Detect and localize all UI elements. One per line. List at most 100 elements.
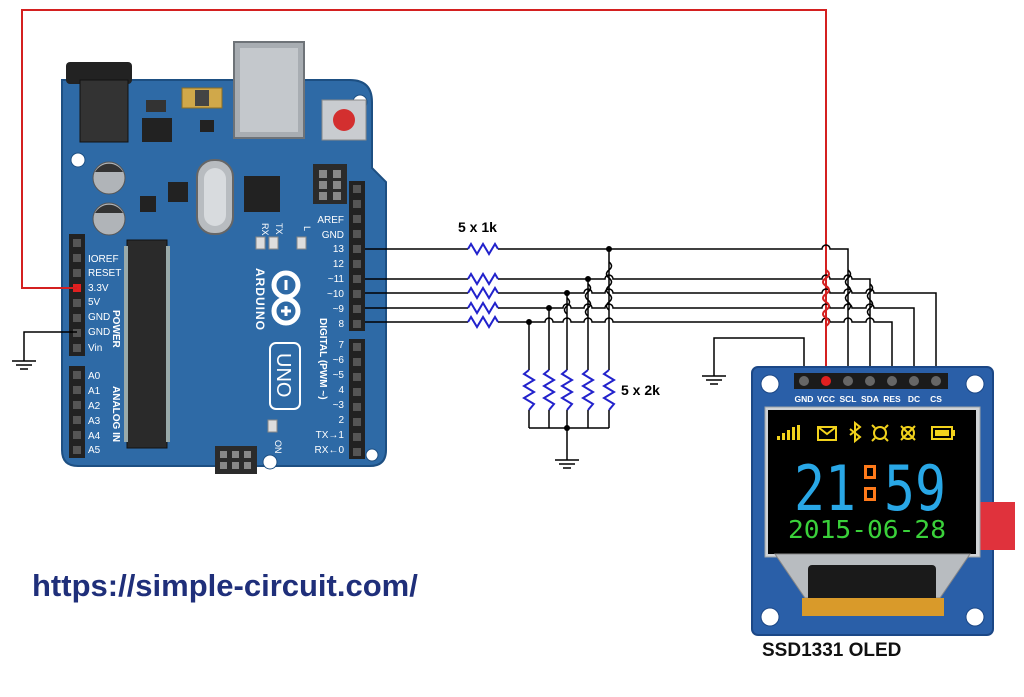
series-resistors [467,242,499,329]
smd-chip [146,100,166,112]
signal-wires [365,244,937,378]
uno-label: UNO [272,353,294,397]
oled-pin-label: VCC [817,394,835,404]
junction-dots [526,246,612,325]
digital-header-lower [349,339,365,459]
led-on-label: ON [273,440,283,454]
analog-pin-labels: A0 A1 A2 A3 A4 A5 [88,371,101,456]
digital-pin-labels-upper: AREF GND 13 12 ~11 ~10 ~9 8 [317,215,344,330]
power-pin-label: GND [88,312,110,323]
digital-pin-labels-lower: 7 ~6 ~5 4 ~3 2 TX→1 RX←0 [315,340,345,456]
vcc-wire [21,9,827,378]
power-pin-label: RESET [88,268,121,279]
digital-pin-label: ~5 [333,370,345,381]
oled-pin-label: DC [908,394,920,404]
series-resistors-label: 5 x 1k [458,219,497,235]
led-l [296,236,307,250]
digital-pin-label: AREF [317,215,344,226]
battery-icon [931,426,955,440]
power-pin-label: IOREF [88,254,119,265]
digital-pin-label: 8 [338,319,344,330]
signal-crossing-coils [563,261,874,317]
oled-pin-label: GND [795,394,814,404]
analog-pin-label: A1 [88,386,101,397]
clock-minutes: 59 [884,452,946,525]
digital-pin-label: 12 [333,259,345,270]
led-tx [268,236,279,250]
date-display: 2015-06-28 [788,515,946,544]
alarm-icon [871,424,889,442]
oled-pin-label: CS [930,394,942,404]
power-pin-label: 5V [88,297,101,308]
mail-icon [817,426,837,441]
power-header [69,234,85,356]
digital-pin-label: ~10 [327,289,344,300]
small-ic [168,182,188,202]
digital-pin-label: TX→1 [316,430,345,441]
analog-header [69,366,85,458]
usb-chip [244,176,280,212]
power-pin-labels: IOREF RESET 3.3V 5V GND GND Vin [88,254,121,354]
dc-jack [66,62,132,143]
clock-colon [864,465,876,501]
power-pin-label: Vin [88,343,102,354]
analog-pin-label: A4 [88,431,101,442]
signal-icon [777,425,800,440]
oled-caption: SSD1331 OLED [762,640,902,661]
pulldown-resistors [522,369,616,411]
digital-pin-label: GND [322,230,344,241]
oled-gnd-connection [701,337,805,385]
digital-pin-label: 2 [338,415,344,426]
oled-pin-label: RES [883,394,901,404]
analog-pin-label: A2 [88,401,101,412]
analog-section-label: ANALOG IN [110,386,121,442]
digital-pin-label: 4 [338,385,344,396]
bottom-icsp-header [215,446,257,474]
oled-pin-labels: GND VCC SCL SDA RES DC CS [795,394,943,404]
digital-pin-label: ~6 [333,355,345,366]
bluetooth-icon [849,420,862,444]
pulldown-resistors-label: 5 x 2k [621,382,660,398]
icsp-header [313,164,347,204]
led-l-label: L [302,226,312,231]
power-pin-label: 3.3V [88,283,109,294]
atmega-chip [124,239,170,449]
analog-pin-label: A0 [88,371,101,382]
arduino-gnd-connection [11,331,77,370]
power-section-label: POWER [110,310,121,349]
digital-pin-label: 13 [333,244,345,255]
analog-pin-label: A5 [88,445,101,456]
alarm-off-icon [900,425,916,441]
digital-section-label: DIGITAL (PWM ~) [317,318,328,400]
digital-pin-label: ~9 [333,304,345,315]
power-pin-label: GND [88,327,110,338]
protective-film-tab [975,502,1015,550]
led-on [267,419,278,433]
led-tx-label: TX [274,223,284,235]
arduino-logo [271,270,301,326]
reset-button [321,99,367,141]
analog-pin-label: A3 [88,416,101,427]
oled-pin-label: SCL [840,394,857,404]
arduino-brand-text: ARDUINO [253,268,267,331]
pulldown-ground-symbol [554,451,580,469]
digital-header-upper [349,181,365,331]
capacitors [92,161,126,236]
digital-pin-label: ~3 [333,400,345,411]
screen-status-icons [777,420,955,444]
usb-port [233,41,305,139]
digital-pin-label: 7 [338,340,344,351]
vcc-wire-crossing-coils [822,269,830,327]
digital-pin-label: RX←0 [315,445,345,456]
website-url[interactable]: https://simple-circuit.com/ [32,568,418,603]
regulator [142,118,172,142]
oled-pin-label: SDA [861,394,879,404]
crystal-oscillator [196,159,234,235]
oled-pins [794,373,948,389]
clock-hours: 21 [794,452,856,525]
digital-pin-label: ~11 [328,274,345,285]
led-rx-label: RX [260,223,270,236]
uno-badge: UNO [269,342,301,410]
led-rx [255,236,266,250]
